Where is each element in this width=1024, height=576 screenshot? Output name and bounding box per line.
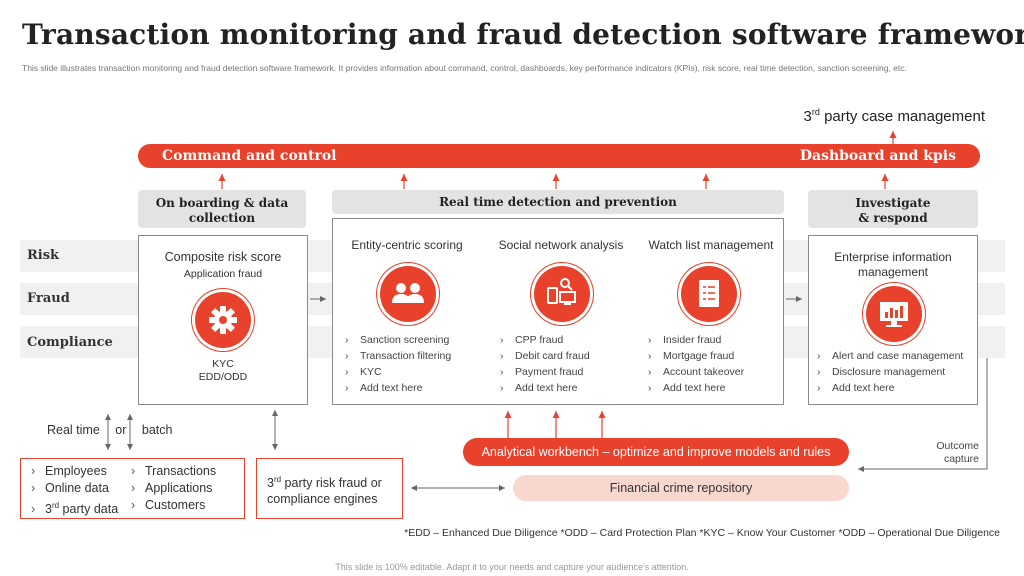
row-label-compliance: Compliance <box>27 335 113 350</box>
command-bar: Command and control Dashboard and kpis <box>138 144 980 168</box>
enterprise-information-management-title: Enterprise information management <box>834 250 952 279</box>
social-network-analysis-title: Social network analysis <box>498 238 624 252</box>
kyc-label: KYC <box>212 358 234 370</box>
onboarding-header: On boarding & data collection <box>138 190 306 228</box>
data-sources-col1: Employees Online data 3rd party data <box>31 463 118 518</box>
list-item: Disclosure management <box>817 364 963 380</box>
dashboard-and-kpis-label: Dashboard and kpis <box>799 148 956 164</box>
row-label-risk: Risk <box>27 248 60 263</box>
onboarding-box: Composite risk score Application fraud K… <box>138 235 308 405</box>
footer-note: This slide is 100% editable. Adapt it to… <box>335 562 689 572</box>
realtime-header: Real time detection and prevention <box>332 190 784 214</box>
realtime-label: Real time <box>47 423 100 437</box>
list-item: Transaction filtering <box>345 348 451 364</box>
outcome-capture-label: Outcome capture <box>936 440 979 465</box>
social-network-analysis-list: CPP fraud Debit card fraud Payment fraud… <box>500 332 590 396</box>
list-item: Debit card fraud <box>500 348 590 364</box>
batch-label: batch <box>141 423 173 437</box>
page-subtitle: This slide illustrates transaction monit… <box>22 63 907 73</box>
watch-list-management-list: Insider fraud Mortgage fraud Account tak… <box>648 332 744 396</box>
list-item: Payment fraud <box>500 364 590 380</box>
list-item: Mortgage fraud <box>648 348 744 364</box>
third-party-engines-box: 3rd party risk fraud or compliance engin… <box>256 458 403 519</box>
network-search-icon <box>534 266 590 322</box>
list-item: Add text here <box>648 380 744 396</box>
investigate-header: Investigate & respond <box>808 190 978 228</box>
list-item: Transactions <box>131 463 216 480</box>
list-item: Add text here <box>500 380 590 396</box>
page-title: Transaction monitoring and fraud detecti… <box>22 18 1024 51</box>
row-label-fraud: Fraud <box>27 291 70 306</box>
list-item: Applications <box>131 480 216 497</box>
command-and-control-label: Command and control <box>162 148 337 164</box>
data-sources-box: Employees Online data 3rd party data Tra… <box>20 458 245 519</box>
list-item: 3rd party data <box>31 497 118 518</box>
arrow-outcome-capture <box>858 358 988 472</box>
analytical-workbench-bar: Analytical workbench – optimize and impr… <box>463 438 849 466</box>
realtime-box: Entity-centric scoring Sanction screenin… <box>332 218 784 405</box>
list-item: Online data <box>31 480 118 497</box>
list-item: Add text here <box>817 380 963 396</box>
data-sources-col2: Transactions Applications Customers <box>131 463 216 514</box>
list-item: Alert and case management <box>817 348 963 364</box>
composite-risk-score-title: Composite risk score <box>164 250 282 264</box>
investigate-box: Enterprise information management Alert … <box>808 235 978 405</box>
investigate-list: Alert and case management Disclosure man… <box>817 348 963 396</box>
monitor-chart-icon <box>866 286 922 342</box>
financial-crime-repository-bar: Financial crime repository <box>513 475 849 501</box>
or-label: or <box>115 423 127 437</box>
checklist-icon <box>681 266 737 322</box>
list-item: CPP fraud <box>500 332 590 348</box>
entity-centric-scoring-list: Sanction screening Transaction filtering… <box>345 332 451 396</box>
list-item: Employees <box>31 463 118 480</box>
list-item: Sanction screening <box>345 332 451 348</box>
list-item: Customers <box>131 497 216 514</box>
gear-icon <box>195 292 251 348</box>
realtime-or-batch: Real time or batch <box>47 423 172 437</box>
third-party-case-management-label: 3rd party case management <box>803 107 985 125</box>
list-item: Insider fraud <box>648 332 744 348</box>
list-item: Add text here <box>345 380 451 396</box>
edd-odd-label: EDD/ODD <box>198 371 248 383</box>
users-icon <box>380 266 436 322</box>
list-item: KYC <box>345 364 451 380</box>
list-item: Account takeover <box>648 364 744 380</box>
watch-list-management-title: Watch list management <box>648 238 774 252</box>
application-fraud-label: Application fraud <box>183 268 263 280</box>
entity-centric-scoring-title: Entity-centric scoring <box>351 238 463 252</box>
abbreviation-legend: *EDD – Enhanced Due Diligence *ODD – Car… <box>404 527 1000 539</box>
